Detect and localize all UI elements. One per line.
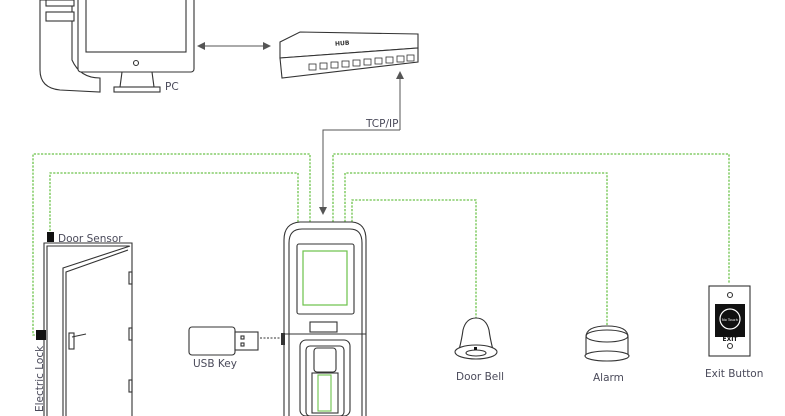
tcpip-label: TCP/IP <box>365 118 398 130</box>
exit-button[interactable]: No Touch EXIT <box>708 285 751 357</box>
device-screen <box>302 250 348 306</box>
door <box>36 232 133 416</box>
usb-key <box>188 326 259 356</box>
exit-button-label: Exit Button <box>705 368 763 380</box>
door-sensor <box>47 232 54 242</box>
usb-key-label: USB Key <box>193 358 237 370</box>
pc-tower <box>39 0 101 93</box>
hub-label: HUB <box>335 40 350 48</box>
pc-monitor <box>77 0 195 93</box>
access-control-terminal <box>281 221 367 416</box>
door-bell-label: Door Bell <box>456 371 504 383</box>
door-sensor-wire <box>49 172 299 237</box>
pc-label: PC <box>165 81 179 93</box>
alarm-wire <box>344 172 608 326</box>
electric-lock <box>36 330 46 340</box>
door-sensor-label: Door Sensor <box>58 233 123 245</box>
door-bell <box>454 317 498 360</box>
exit-button-wire <box>332 153 730 284</box>
electric-lock-label: Electric Lock <box>34 345 46 412</box>
electric-lock-wire <box>32 153 311 336</box>
fingerprint-sensor <box>313 347 337 373</box>
network-hub: HUB <box>279 31 419 79</box>
alarm <box>584 325 630 362</box>
door-bell-wire <box>351 199 477 318</box>
no-touch-text: No Touch <box>722 318 738 322</box>
alarm-label: Alarm <box>593 372 624 384</box>
exit-text: EXIT <box>722 336 738 343</box>
